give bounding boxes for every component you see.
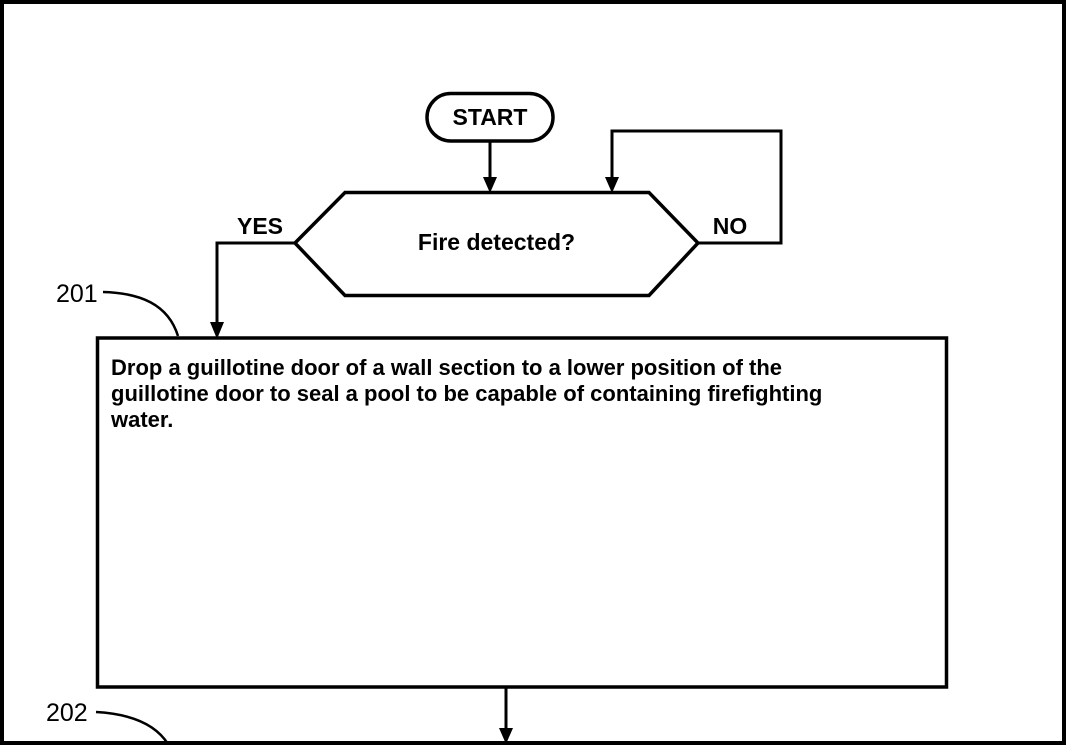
arrowhead-yes bbox=[210, 322, 224, 339]
process-node-shape bbox=[95, 336, 949, 689]
arrowhead-no-loop bbox=[605, 177, 619, 193]
reference-numeral-201: 201 bbox=[56, 280, 98, 308]
arrowhead-start-to-decision bbox=[483, 177, 497, 193]
no-edge-label: NO bbox=[712, 213, 748, 239]
decision-node-label: Fire detected? bbox=[417, 229, 576, 255]
arrowhead-process-to-next bbox=[499, 728, 513, 744]
decision-node-shape bbox=[292, 190, 701, 298]
process-node-text: Drop a guillotine door of a wall section… bbox=[111, 355, 823, 432]
edge-decision-yes bbox=[215, 241, 295, 324]
start-node-label: START bbox=[452, 104, 528, 130]
yes-edge-label: YES bbox=[236, 213, 284, 239]
leader-line-201 bbox=[102, 290, 180, 337]
leader-line-202 bbox=[95, 710, 170, 745]
edge-decision-no-loop bbox=[610, 129, 783, 245]
reference-numeral-202: 202 bbox=[46, 699, 88, 727]
